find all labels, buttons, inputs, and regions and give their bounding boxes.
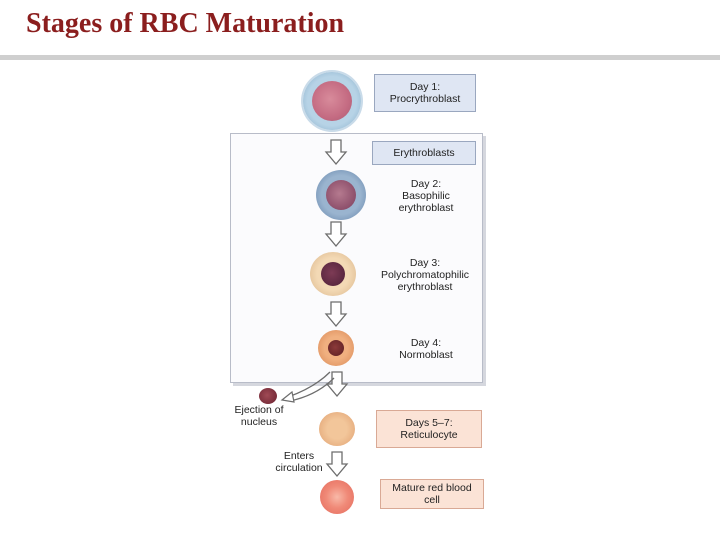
polychromatophilic-erythroblast-cell bbox=[310, 252, 356, 296]
arrow-day1-to-day2 bbox=[325, 139, 347, 165]
basophilic-erythroblast-cell bbox=[316, 170, 366, 220]
mature-rbc-cell bbox=[320, 480, 354, 514]
title-divider bbox=[0, 55, 720, 60]
arrow-day2-to-day3 bbox=[325, 221, 347, 247]
ejection-arrow bbox=[280, 371, 335, 403]
erythroblasts-label: Erythroblasts bbox=[372, 141, 476, 165]
day4-label: Day 4: Normoblast bbox=[399, 337, 453, 361]
ejection-label: Ejection of nucleus bbox=[234, 404, 284, 428]
day1-label: Day 1: Procrythroblast bbox=[374, 74, 476, 112]
reticulocyte-cell bbox=[319, 412, 355, 446]
enters-circulation-label: Enters circulation bbox=[275, 450, 323, 474]
normoblast-cell bbox=[318, 330, 354, 366]
proerythroblast-cell bbox=[303, 72, 361, 130]
slide-title: Stages of RBC Maturation bbox=[26, 8, 345, 39]
mature-rbc-label: Mature red blood cell bbox=[380, 479, 484, 509]
reticulocyte-label: Days 5–7: Reticulocyte bbox=[376, 410, 482, 448]
ejected-nucleus bbox=[259, 388, 277, 404]
day2-label: Day 2: Basophilic erythroblast bbox=[398, 178, 454, 214]
arrow-reticulocyte-to-mature bbox=[326, 451, 348, 477]
day3-label: Day 3: Polychromatophilic erythroblast bbox=[380, 257, 470, 293]
arrow-day3-to-day4 bbox=[325, 301, 347, 327]
arrow-day4-to-reticulocyte bbox=[326, 371, 348, 397]
